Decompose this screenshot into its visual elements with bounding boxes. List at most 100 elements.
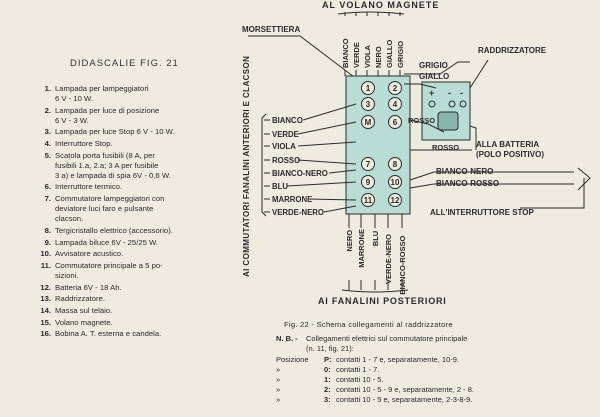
position-text: contatti 10 - 5 - 9 e, separatamente, 2 … [336, 385, 474, 394]
position-prefix: » [276, 395, 281, 404]
left-wire-label: VERDE [272, 130, 299, 139]
legend-item-text: Batteria 6V - 18 Ah. [55, 282, 122, 292]
position-prefix: » [276, 385, 281, 394]
wire-bianco-nero [409, 171, 574, 181]
legend-item: 13.Raddrizzatore. [36, 294, 226, 304]
terminal-label: 1 [366, 84, 371, 93]
title-volano: AL VOLANO MAGNETE [322, 0, 439, 10]
position-text: contatti 10 - 5 e, separatamente, 2-3-8-… [336, 395, 473, 404]
note-key: N. B. - [276, 334, 298, 343]
legend-item-text: Commutatore principale a 5 po-sizioni. [55, 260, 163, 280]
wire-bianco-rosso [409, 183, 574, 189]
position-key: 1: [324, 375, 331, 384]
terminal-board [345, 75, 411, 215]
position-key: 2: [324, 385, 331, 394]
terminal-circle [361, 175, 375, 189]
left-wire-line [329, 169, 357, 174]
legend-item-text: Interruttore Stop. [55, 139, 113, 149]
legend-item-number: 11. [40, 260, 51, 270]
position-key: 0: [324, 365, 331, 374]
label-morsettiera: MORSETTIERA [242, 25, 300, 34]
left-wire-line [297, 121, 357, 135]
legend-item: 11. Commutatore principale a 5 po-sizioni… [36, 261, 226, 281]
terminal-label: 9 [366, 178, 371, 187]
left-wire-line [297, 159, 357, 165]
position-text: contatti 1 - 7 e, separatamente, 10-9. [336, 355, 459, 364]
top-wire-ends [388, 70, 401, 76]
legend-item: 16.Bobina A. T. esterna e candela. [36, 329, 226, 339]
top-wire-label: GIALLO [385, 40, 394, 68]
legend-item-text: Volano magnete. [55, 317, 113, 327]
legend-item-number: 2. [44, 105, 51, 115]
terminal-label: 4 [393, 100, 398, 109]
position-row: »3:contatti 10 - 5 e, separatamente, 2-3… [276, 395, 474, 405]
legend-item: 10.Avvisatore acustico. [36, 249, 226, 259]
rect-term-3 [459, 100, 467, 108]
legend-item-number: 4. [44, 139, 51, 149]
legend-item-number: 3. [44, 127, 51, 137]
position-key: P: [324, 355, 332, 364]
rectifier-leader [469, 59, 489, 89]
terminal-label: 8 [393, 160, 398, 169]
position-row: »1:contatti 10 - 5. [276, 375, 474, 385]
label-rosso-right-2: ROSSO [432, 143, 459, 152]
stop-leader [520, 178, 585, 209]
legend-item: 14.Massa sul telaio. [36, 306, 226, 316]
legend-item-number: 10. [40, 249, 51, 259]
legend-item: 12. Batteria 6V - 18 Ah. [36, 283, 226, 293]
label-batteria-1: ALLA BATTERIA [476, 140, 539, 149]
terminal-circle [388, 193, 402, 207]
rect-minus-2: - [460, 88, 463, 98]
left-wire-label: BLU [272, 182, 288, 191]
position-text: contatti 1 - 7. [336, 365, 380, 374]
label-stop: ALL'INTERRUTTORE STOP [430, 208, 534, 217]
label-rosso-right-1: ROSSO [408, 116, 435, 125]
left-wire-labels: BIANCOVERDEVIOLAROSSOBIANCO-NEROBLUMARRO… [272, 116, 328, 217]
left-bracket [261, 113, 267, 217]
position-row: » 2: contatti 10 - 5 - 9 e, separatamente,… [276, 385, 474, 395]
rect-plus: + [429, 88, 434, 98]
label-batteria-2: (POLO POSITIVO) [476, 150, 544, 159]
rect-term-2 [448, 100, 456, 108]
morsettiera-leader [248, 35, 359, 81]
left-wire-label: VERDE-NERO [272, 208, 324, 217]
bottom-wire-label: BIANCO-ROSSO [398, 235, 407, 294]
legend-item: 9.Lampada biluce 6V - 25/25 W. [36, 238, 226, 248]
bottom-wire-label: MARRONE [357, 229, 366, 268]
terminal-label: 12 [391, 196, 400, 205]
label-bianco-nero-right: BIANCO-NERO [436, 167, 493, 176]
terminal-label: 3 [366, 100, 371, 109]
legend-item: 8.Tergicristallo elettrico (accessorio). [36, 226, 226, 236]
label-giallo-right: GIALLO [419, 72, 449, 81]
terminal-circle [361, 97, 375, 111]
left-wire-label: MARRONE [272, 195, 312, 204]
terminal-circle [361, 157, 375, 171]
rect-ground [469, 125, 477, 150]
terminal-circle [388, 115, 402, 129]
terminal-circle [388, 81, 402, 95]
top-wire-label: GRIGIO [396, 41, 405, 68]
wires-group [261, 11, 591, 293]
position-text: contatti 10 - 5. [336, 375, 384, 384]
top-wire-label: VERDE [352, 42, 361, 68]
legend-title: DIDASCALIE FIG. 21 [70, 58, 179, 69]
legend-item: 15.Volano magnete. [36, 318, 226, 328]
bottom-wire-label: NERO [345, 230, 354, 252]
legend-item: 4. Interruttore Stop. [36, 139, 226, 149]
terminal-circle [361, 115, 375, 129]
rect-diode [437, 111, 459, 131]
note-line-2: (n. 11, fig. 21): [306, 343, 354, 353]
terminal-label: 11 [364, 196, 373, 205]
legend-item-number: 12. [40, 282, 51, 292]
note-line-1: Collegamenti elettrici sul commutatore p… [306, 334, 468, 343]
label-left-vertical: AI COMMUTATORI FANALINI ANTERIORI E CLAC… [242, 56, 251, 277]
